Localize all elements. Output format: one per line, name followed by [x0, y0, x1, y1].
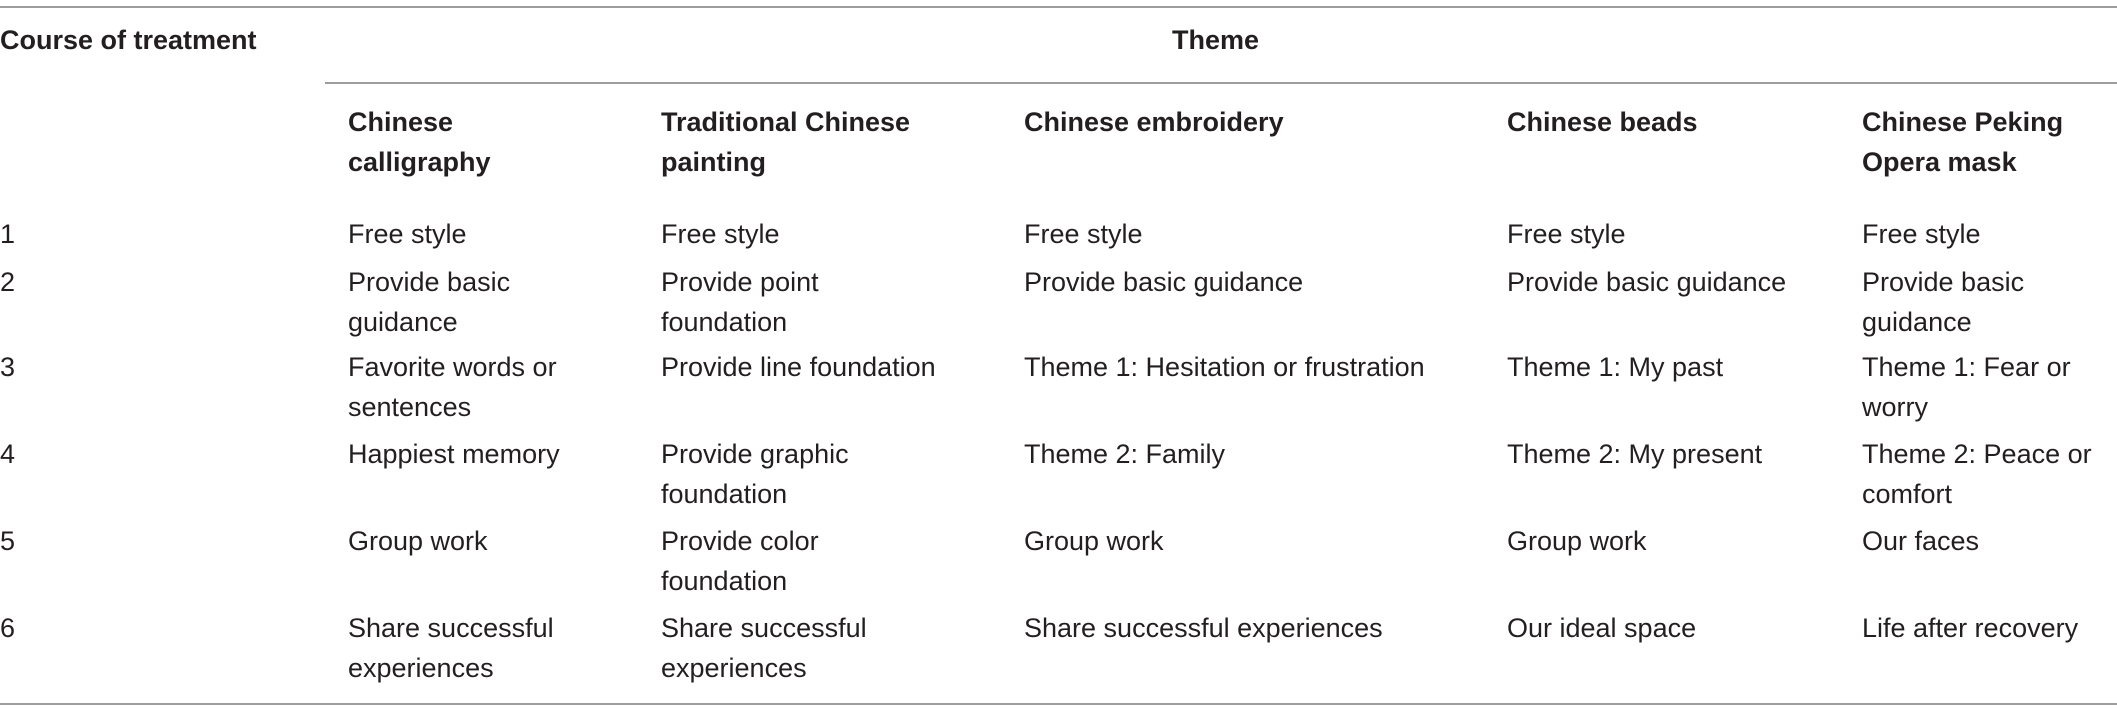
course-number: 6: [0, 613, 16, 643]
header-line: calligraphy: [348, 147, 491, 177]
header-line: Traditional Chinese: [661, 107, 911, 137]
course-number: 5: [0, 526, 16, 556]
table-cell: Share successful experiences: [348, 608, 554, 688]
cell-line: experiences: [661, 653, 807, 683]
table-cell: Theme 1: Fear or worry: [1862, 347, 2071, 427]
column-header-calligraphy: Chinese calligraphy: [348, 102, 491, 182]
cell-line: guidance: [348, 307, 458, 337]
header-line: Chinese: [348, 107, 454, 137]
course-of-treatment-header: Course of treatment: [0, 25, 257, 55]
table-bottom-rule: [0, 703, 2117, 705]
header-line: Chinese Peking: [1862, 107, 2064, 137]
cell-line: guidance: [1862, 307, 1972, 337]
table-cell: Provide basic guidance: [1024, 267, 1304, 297]
cell-line: Provide basic: [1862, 267, 2025, 297]
cell-line: foundation: [661, 566, 788, 596]
header-line: painting: [661, 147, 766, 177]
table-cell: Theme 2: Family: [1024, 439, 1226, 469]
table-cell: Group work: [1507, 526, 1647, 556]
course-number: 3: [0, 352, 16, 382]
column-header-peking-opera-mask: Chinese Peking Opera mask: [1862, 102, 2063, 182]
table-cell: Provide basic guidance: [1507, 267, 1787, 297]
table-cell: Provide line foundation: [661, 352, 936, 382]
cell-line: Theme 2: Peace or: [1862, 439, 2092, 469]
table-cell: Provide basic guidance: [348, 262, 510, 342]
table-top-rule: [0, 6, 2117, 8]
table-cell: Favorite words or sentences: [348, 347, 557, 427]
column-header-painting: Traditional Chinese painting: [661, 102, 910, 182]
cell-line: Provide graphic: [661, 439, 849, 469]
cell-line: foundation: [661, 307, 788, 337]
cell-line: Theme 1: Fear or: [1862, 352, 2071, 382]
table-cell: Free style: [1507, 219, 1626, 249]
column-header-embroidery: Chinese embroidery: [1024, 102, 1284, 142]
table-cell: Theme 2: My present: [1507, 439, 1763, 469]
table-cell: Our faces: [1862, 526, 1980, 556]
cell-line: foundation: [661, 479, 788, 509]
table-cell: Our ideal space: [1507, 613, 1697, 643]
cell-line: experiences: [348, 653, 494, 683]
table-cell: Happiest memory: [348, 439, 560, 469]
table-cell: Provide color foundation: [661, 521, 819, 601]
table-cell: Share successful experiences: [661, 608, 867, 688]
cell-line: comfort: [1862, 479, 1953, 509]
cell-line: Share successful: [661, 613, 867, 643]
table-cell: Free style: [661, 219, 780, 249]
table-cell: Share successful experiences: [1024, 613, 1383, 643]
course-number: 2: [0, 267, 16, 297]
cell-line: Provide point: [661, 267, 819, 297]
table-cell: Free style: [1024, 219, 1143, 249]
theme-header: Theme: [1172, 25, 1260, 55]
table-cell: Provide graphic foundation: [661, 434, 849, 514]
table-cell: Free style: [348, 219, 467, 249]
theme-header-rule: [325, 82, 2117, 84]
cell-line: Favorite words or: [348, 352, 557, 382]
header-line: Opera mask: [1862, 147, 2017, 177]
table-cell: Provide point foundation: [661, 262, 819, 342]
table-cell: Life after recovery: [1862, 613, 2079, 643]
cell-line: Provide color: [661, 526, 819, 556]
table-cell: Theme 2: Peace or comfort: [1862, 434, 2092, 514]
course-number: 4: [0, 439, 16, 469]
table-cell: Group work: [348, 526, 488, 556]
header-line: Chinese embroidery: [1024, 107, 1284, 137]
cell-line: worry: [1862, 392, 1928, 422]
header-line: Chinese beads: [1507, 107, 1698, 137]
cell-line: Provide basic: [348, 267, 511, 297]
table-cell: Group work: [1024, 526, 1164, 556]
cell-line: sentences: [348, 392, 472, 422]
column-header-beads: Chinese beads: [1507, 102, 1698, 142]
table-cell: Free style: [1862, 219, 1981, 249]
course-number: 1: [0, 219, 16, 249]
table-cell: Theme 1: My past: [1507, 352, 1724, 382]
cell-line: Share successful: [348, 613, 554, 643]
table-cell: Theme 1: Hesitation or frustration: [1024, 352, 1425, 382]
table-cell: Provide basic guidance: [1862, 262, 2024, 342]
